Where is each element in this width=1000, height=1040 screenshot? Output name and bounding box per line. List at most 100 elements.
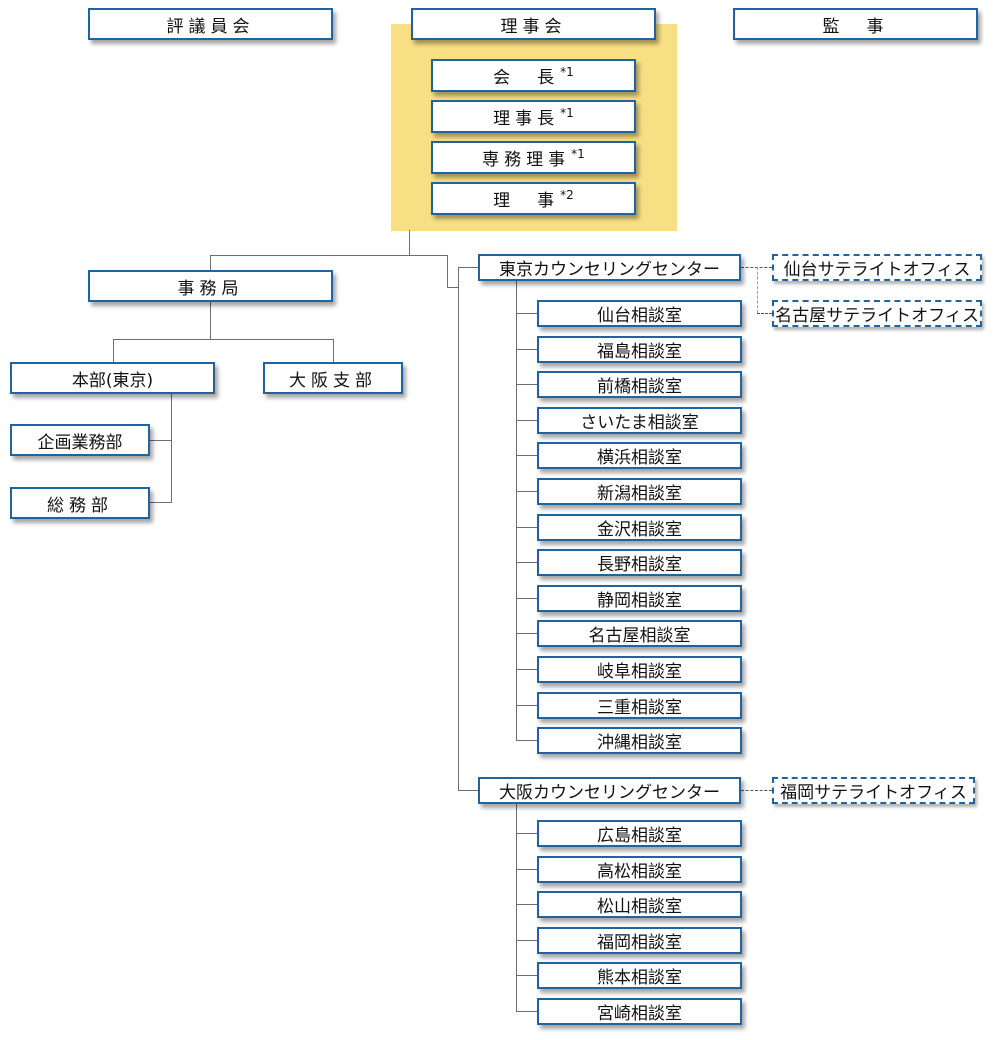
room-label: 静岡相談室 [597,590,682,611]
council-label: 評議員会 [166,16,255,37]
counseling-room-box[interactable]: 福岡相談室 [537,926,742,954]
connector [113,339,114,362]
room-label: 横浜相談室 [597,448,682,469]
connector [516,704,537,706]
satellite-office-box[interactable]: 名古屋サテライトオフィス [772,300,982,327]
counseling-room-box[interactable]: 横浜相談室 [537,442,742,470]
room-label: 福島相談室 [597,341,682,362]
member-label: 理 事 [493,191,560,211]
connector [516,939,537,941]
connector [150,502,171,503]
counseling-room-box[interactable]: 熊本相談室 [537,962,742,990]
satellite-link [757,267,758,313]
department-label: 企画業務部 [37,432,123,453]
counseling-room-box[interactable]: 新潟相談室 [537,478,742,505]
room-label: 宮崎相談室 [597,1004,682,1024]
connector [210,255,211,271]
room-label: 高松相談室 [597,861,682,882]
counseling-room-box[interactable]: 静岡相談室 [537,584,742,612]
headquarters-label: 本部(東京) [71,370,154,391]
member-label: 理事長 [493,109,560,129]
room-label: 沖縄相談室 [597,733,682,754]
connector [516,419,537,421]
connector [113,339,334,340]
connector [210,302,211,340]
connector [458,267,478,268]
connector [516,904,537,906]
connector [516,868,537,870]
counseling-room-box[interactable]: 松山相談室 [537,891,742,919]
board-member-executive[interactable]: 専務理事*1 [431,141,636,174]
counseling-room-box[interactable]: 前橋相談室 [537,371,742,399]
satellite-link [741,790,772,791]
connector [516,384,537,386]
connector [447,255,448,288]
headquarters-box[interactable]: 本部(東京) [10,362,215,394]
tokyo-center-label: 東京カウンセリングセンター [499,260,720,280]
department-box[interactable]: 企画業務部 [10,424,150,456]
counseling-room-box[interactable]: 仙台相談室 [537,300,742,327]
room-label: 広島相談室 [597,826,682,846]
counseling-room-box[interactable]: 名古屋相談室 [537,620,742,648]
satellite-office-box[interactable]: 仙台サテライトオフィス [772,254,982,281]
osaka-center-box[interactable]: 大阪カウンセリングセンター [478,777,741,804]
member-label: 会 長 [493,68,560,88]
counseling-room-box[interactable]: 高松相談室 [537,855,742,883]
connector [516,348,537,350]
room-label: 金沢相談室 [597,519,682,540]
connector [409,230,410,256]
connector [458,267,459,791]
osaka-branch-label: 大阪支部 [289,370,377,391]
osaka-branch-box[interactable]: 大阪支部 [263,362,403,394]
board-box[interactable]: 理事会 [411,8,656,40]
room-label: 熊本相談室 [597,968,682,989]
council-box[interactable]: 評議員会 [88,8,333,40]
note-marker: *2 [560,187,574,202]
satellite-label: 仙台サテライトオフィス [783,260,971,280]
board-member-chair[interactable]: 会 長*1 [431,59,636,92]
board-member-president[interactable]: 理事長*1 [431,100,636,133]
auditor-box[interactable]: 監 事 [733,8,978,40]
room-label: 福岡相談室 [597,932,682,953]
connector [516,1011,537,1012]
room-label: 三重相談室 [597,697,682,718]
room-label: 仙台相談室 [597,306,682,326]
secretariat-box[interactable]: 事務局 [88,270,333,302]
connector [210,255,448,256]
room-label: 長野相談室 [597,555,682,576]
auditor-label: 監 事 [822,16,889,37]
board-label: 理事会 [500,16,567,37]
room-label: 新潟相談室 [597,484,682,504]
connector [447,287,459,288]
connector [516,491,537,492]
connector [516,669,537,670]
counseling-room-box[interactable]: 宮崎相談室 [537,998,742,1025]
connector [516,833,537,834]
satellite-link [757,313,772,314]
board-member-director[interactable]: 理 事*2 [431,182,636,215]
note-marker: *1 [560,105,574,120]
department-label: 総務部 [47,495,113,516]
counseling-room-box[interactable]: 広島相談室 [537,820,742,847]
connector [516,597,537,599]
counseling-room-box[interactable]: 福島相談室 [537,335,742,363]
connector [333,339,334,362]
connector [516,455,537,457]
room-label: 岐阜相談室 [597,662,682,682]
counseling-room-box[interactable]: 岐阜相談室 [537,656,742,683]
counseling-room-box[interactable]: 長野相談室 [537,549,742,577]
connector [171,393,172,503]
member-label: 専務理事 [482,150,571,170]
counseling-room-box[interactable]: 三重相談室 [537,691,742,719]
connector [516,313,537,314]
satellite-link [741,267,772,268]
counseling-room-box[interactable]: さいたま相談室 [537,406,742,434]
room-label: 前橋相談室 [597,377,682,398]
connector [150,440,171,441]
counseling-room-box[interactable]: 金沢相談室 [537,513,742,541]
tokyo-center-box[interactable]: 東京カウンセリングセンター [478,254,741,281]
satellite-office-box[interactable]: 福岡サテライトオフィス [772,777,975,804]
connector [516,803,517,1011]
department-box[interactable]: 総務部 [10,487,150,519]
counseling-room-box[interactable]: 沖縄相談室 [537,727,742,755]
